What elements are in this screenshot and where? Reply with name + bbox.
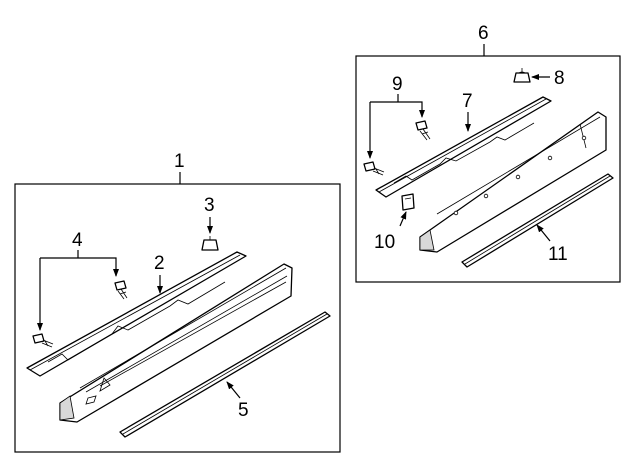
part-9-screw-lower <box>363 161 385 176</box>
callout-10: 10 <box>374 232 395 253</box>
part-9-screw-upper <box>415 120 431 141</box>
callout-6: 6 <box>478 23 489 44</box>
callout-10-leader <box>399 211 407 227</box>
callout-5-leader <box>226 381 241 399</box>
callout-11: 11 <box>548 244 568 265</box>
callout-9-leader <box>370 101 425 118</box>
part-5-lower-strip <box>119 311 331 438</box>
callout-4-leader <box>40 257 119 277</box>
callout-11-leader <box>536 224 551 242</box>
callout-4: 4 <box>72 230 83 251</box>
assembly-6-box <box>355 55 621 283</box>
assembly-6-group: 6 7 8 9 <box>355 23 621 283</box>
callout-5: 5 <box>238 400 249 421</box>
part-3-clip <box>201 236 219 251</box>
callout-2: 2 <box>154 253 165 274</box>
part-2-upper-trim <box>26 251 247 377</box>
part-6-rocker-molding <box>419 111 607 253</box>
callout-1: 1 <box>174 151 185 172</box>
part-11-lower-strip <box>461 173 614 268</box>
callout-8: 8 <box>554 68 565 89</box>
assembly-1-box <box>14 183 341 453</box>
assembly-1-group: 1 2 3 4 <box>14 151 341 453</box>
callout-3: 3 <box>204 195 215 216</box>
callout-9: 9 <box>392 74 403 95</box>
callout-7: 7 <box>462 91 473 112</box>
part-7-upper-trim <box>375 96 552 198</box>
part-4-screw-lower <box>32 333 54 348</box>
part-10-clip <box>401 193 415 211</box>
part-8-clip <box>513 68 531 83</box>
part-4-screw-upper <box>114 280 128 300</box>
part-1-rocker-molding <box>59 263 293 423</box>
